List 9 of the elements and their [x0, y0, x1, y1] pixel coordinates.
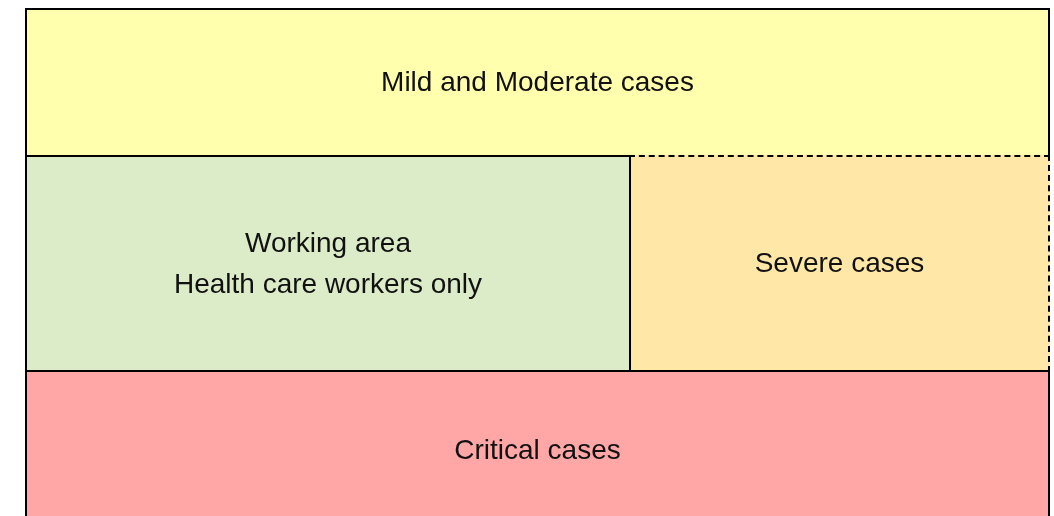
working-area-zone	[25, 155, 631, 372]
zone-label: Working area	[245, 225, 411, 260]
ward-zone	[629, 155, 1050, 372]
zone-label: Severe cases	[754, 246, 925, 281]
ward-zone	[25, 370, 1050, 516]
zone-label: Mild and Moderate cases	[381, 65, 694, 100]
ward-zone	[25, 8, 1050, 157]
zone-label: Critical cases	[454, 432, 621, 467]
zone-label: Health care workers only	[173, 266, 483, 301]
